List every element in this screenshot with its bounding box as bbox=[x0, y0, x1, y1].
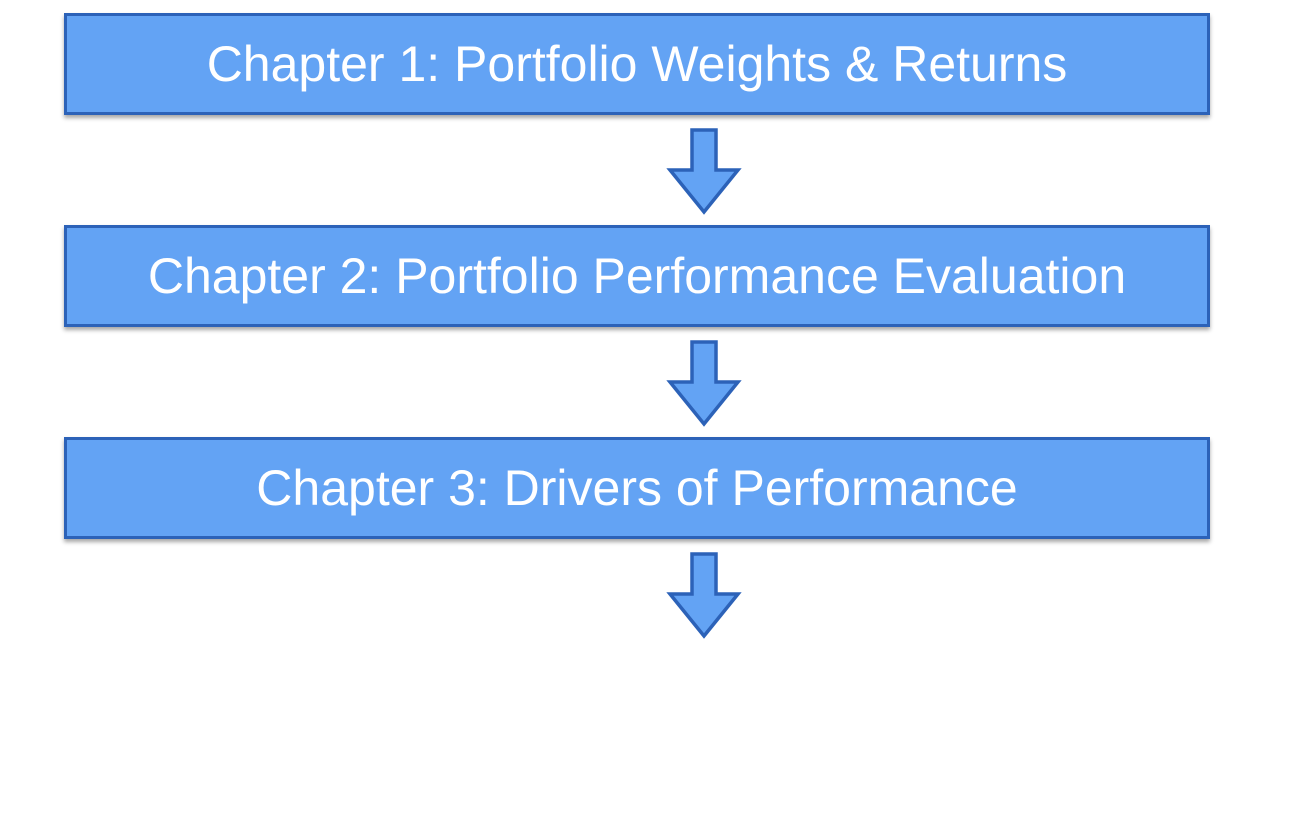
down-arrow-icon bbox=[666, 552, 742, 639]
chapter-3-box: Chapter 3: Drivers of Performance bbox=[64, 437, 1210, 539]
chapter-1-box: Chapter 1: Portfolio Weights & Returns bbox=[64, 13, 1210, 115]
chapter-2-box: Chapter 2: Portfolio Performance Evaluat… bbox=[64, 225, 1210, 327]
chapter-2-label: Chapter 2: Portfolio Performance Evaluat… bbox=[147, 248, 1127, 304]
chapter-3-label: Chapter 3: Drivers of Performance bbox=[256, 460, 1018, 516]
down-arrow-icon bbox=[666, 128, 742, 215]
chapter-1-label: Chapter 1: Portfolio Weights & Returns bbox=[206, 36, 1068, 92]
down-arrow-icon bbox=[666, 340, 742, 427]
